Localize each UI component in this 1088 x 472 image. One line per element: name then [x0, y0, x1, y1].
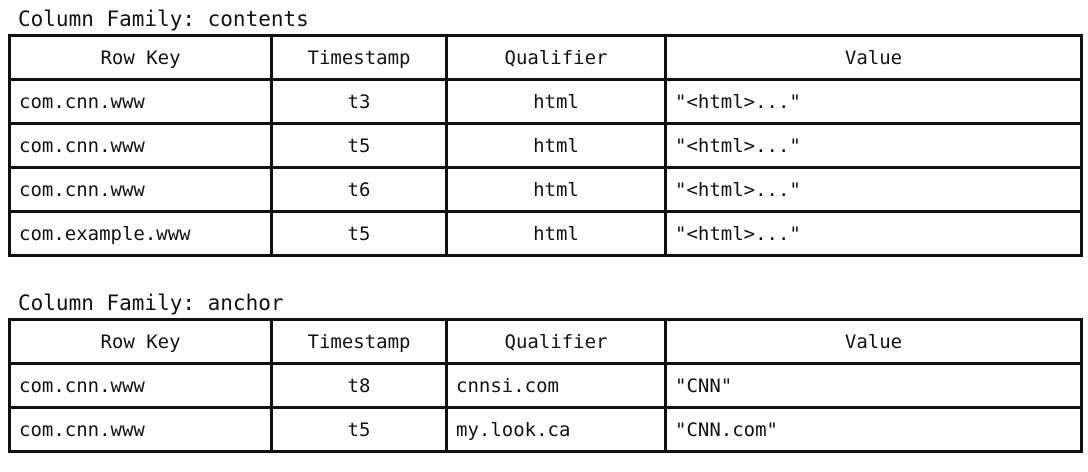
- header-timestamp: Timestamp: [270, 318, 448, 365]
- header-row-key: Row Key: [8, 34, 273, 81]
- cell-row-key: com.cnn.www: [8, 166, 273, 213]
- cell-row-key: com.example.www: [8, 210, 273, 257]
- header-value: Value: [664, 318, 1083, 365]
- cell-timestamp: t5: [270, 210, 448, 257]
- table-row: com.cnn.www t6 html "<html>...": [8, 166, 1083, 213]
- table-row: com.example.www t5 html "<html>...": [8, 210, 1083, 257]
- cell-row-key: com.cnn.www: [8, 122, 273, 169]
- header-row: Row Key Timestamp Qualifier Value: [8, 34, 1083, 81]
- cell-timestamp: t5: [270, 122, 448, 169]
- column-family-anchor: Column Family: anchor Row Key Timestamp …: [8, 288, 1083, 453]
- cell-row-key: com.cnn.www: [8, 406, 273, 453]
- cell-timestamp: t3: [270, 78, 448, 125]
- anchor-table: Row Key Timestamp Qualifier Value com.cn…: [8, 318, 1083, 453]
- cell-row-key: com.cnn.www: [8, 362, 273, 409]
- cell-qualifier: html: [445, 78, 667, 125]
- header-qualifier: Qualifier: [445, 318, 667, 365]
- cell-value: "<html>...": [664, 166, 1083, 213]
- column-family-caption: Column Family: contents: [18, 7, 309, 31]
- cell-row-key: com.cnn.www: [8, 78, 273, 125]
- cell-qualifier: cnnsi.com: [445, 362, 667, 409]
- table-row: com.cnn.www t5 my.look.ca "CNN.com": [8, 406, 1083, 453]
- table-row: com.cnn.www t5 html "<html>...": [8, 122, 1083, 169]
- header-row: Row Key Timestamp Qualifier Value: [8, 318, 1083, 365]
- header-timestamp: Timestamp: [270, 34, 448, 81]
- column-family-contents: Column Family: contents Row Key Timestam…: [8, 4, 1083, 257]
- contents-table: Row Key Timestamp Qualifier Value com.cn…: [8, 34, 1083, 257]
- header-value: Value: [664, 34, 1083, 81]
- cell-timestamp: t5: [270, 406, 448, 453]
- cell-qualifier: html: [445, 166, 667, 213]
- table-row: com.cnn.www t3 html "<html>...": [8, 78, 1083, 125]
- cell-qualifier: html: [445, 122, 667, 169]
- cell-timestamp: t6: [270, 166, 448, 213]
- header-qualifier: Qualifier: [445, 34, 667, 81]
- cell-value: "CNN": [664, 362, 1083, 409]
- column-family-caption: Column Family: anchor: [18, 291, 284, 315]
- cell-value: "<html>...": [664, 122, 1083, 169]
- table-row: com.cnn.www t8 cnnsi.com "CNN": [8, 362, 1083, 409]
- cell-qualifier: html: [445, 210, 667, 257]
- cell-value: "CNN.com": [664, 406, 1083, 453]
- cell-timestamp: t8: [270, 362, 448, 409]
- cell-value: "<html>...": [664, 78, 1083, 125]
- cell-value: "<html>...": [664, 210, 1083, 257]
- cell-qualifier: my.look.ca: [445, 406, 667, 453]
- header-row-key: Row Key: [8, 318, 273, 365]
